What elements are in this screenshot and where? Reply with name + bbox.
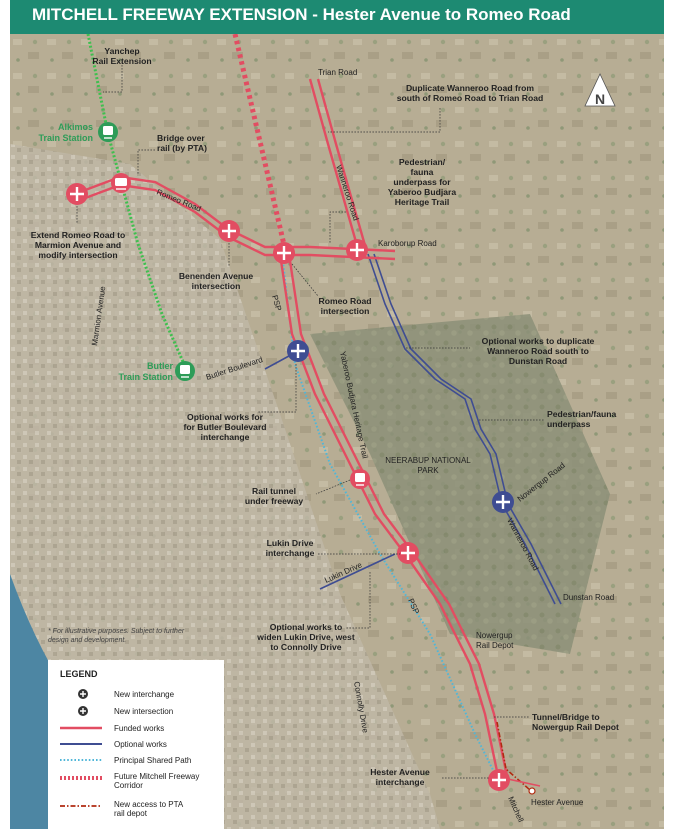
callout-leaders	[76, 62, 545, 779]
legend-item-psp: Principal Shared Path	[114, 756, 191, 765]
legend-intersection-icon	[78, 706, 88, 716]
train-tunnel-icon	[350, 469, 370, 489]
legend: LEGEND New interchange New intersection …	[48, 660, 224, 829]
legend-interchange-icon	[78, 689, 88, 699]
yanchep-rail-line	[86, 34, 186, 365]
legend-item-optional: Optional works	[114, 740, 167, 749]
hester-avenue-label: Hester Avenue	[531, 798, 584, 807]
train-bridge-icon	[111, 173, 131, 193]
alkimos-station-icon	[98, 122, 118, 142]
marker-nowergup-optional	[492, 491, 514, 513]
legend-item-intersection: New intersection	[114, 707, 173, 716]
marker-hester	[488, 769, 510, 791]
optional-works-lines	[264, 253, 562, 605]
legend-title: LEGEND	[60, 669, 98, 679]
marker-romeo-road	[273, 242, 295, 264]
marker-karoborup	[346, 239, 368, 261]
future-freeway-corridor	[232, 34, 288, 250]
legend-item-funded: Funded works	[114, 724, 164, 733]
marker-butler-optional	[287, 340, 309, 362]
depot-access-endpoint	[528, 787, 536, 795]
marker-lukin	[397, 542, 419, 564]
svg-text:N: N	[595, 91, 605, 107]
butler-station-icon	[175, 361, 195, 381]
page-title: MITCHELL FREEWAY EXTENSION - Hester Aven…	[10, 0, 664, 34]
dunstan-road-label: Dunstan Road	[563, 593, 614, 602]
disclaimer-note: * For illustrative purposes. Subject to …	[48, 628, 185, 644]
trian-road-label: Trian Road	[318, 68, 357, 77]
marker-benenden	[218, 220, 240, 242]
psp-label-north: PSP	[270, 294, 283, 312]
karoborup-road-label: Karoborup Road	[378, 239, 437, 248]
north-arrow-icon: N	[584, 73, 616, 107]
hester-avenue-link	[507, 778, 541, 787]
marker-extend-romeo	[66, 183, 88, 205]
legend-item-interchange: New interchange	[114, 690, 175, 699]
